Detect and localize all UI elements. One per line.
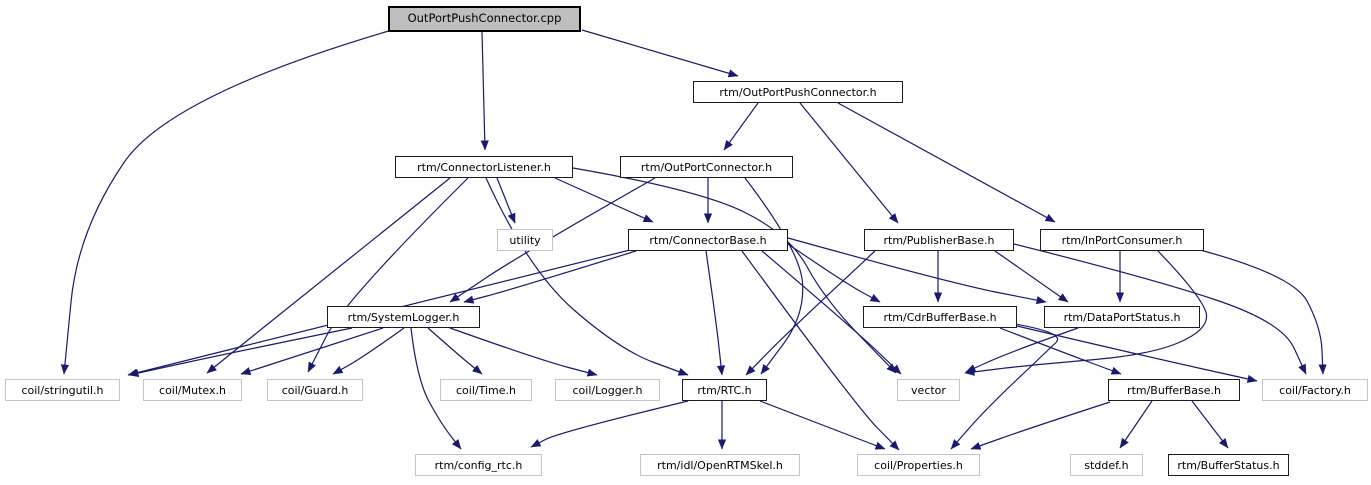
node-buffer_base[interactable]: rtm/BufferBase.h	[1108, 379, 1240, 401]
edge-sys_logger-to-time	[427, 327, 483, 375]
node-label: rtm/BufferBase.h	[1127, 383, 1221, 397]
node-sys_logger[interactable]: rtm/SystemLogger.h	[327, 306, 480, 328]
node-label: coil/Factory.h	[1279, 383, 1351, 397]
edge-sys_logger-to-mutex	[240, 327, 384, 375]
node-label: coil/Mutex.h	[159, 383, 226, 397]
node-label: rtm/DataPortStatus.h	[1063, 310, 1181, 324]
node-cpp[interactable]: OutPortPushConnector.cpp	[388, 6, 581, 32]
node-pub_base[interactable]: rtm/PublisherBase.h	[864, 229, 1014, 251]
edge-buffer_base-to-properties	[970, 401, 1111, 450]
node-config_rtc: rtm/config_rtc.h	[415, 454, 542, 476]
node-label: rtm/RTC.h	[697, 383, 752, 397]
node-stringutil: coil/stringutil.h	[5, 379, 120, 401]
edge-sys_logger-to-guard	[332, 327, 405, 375]
edge-conn_base-to-properties	[741, 250, 900, 451]
node-label: rtm/OutPortPushConnector.h	[719, 85, 877, 99]
node-openrtm_skel: rtm/idl/OpenRTMSkel.h	[640, 454, 800, 476]
edge-cpp-to-stringutil	[60, 29, 393, 375]
node-label: coil/stringutil.h	[21, 383, 104, 397]
node-cdr_buffer[interactable]: rtm/CdrBufferBase.h	[863, 306, 1017, 328]
edge-data_port_status-to-vector	[965, 327, 1079, 373]
edge-opc_push_h-to-inport_consumer	[837, 102, 1056, 223]
edge-buffer_base-to-buffer_status	[1191, 400, 1229, 449]
node-opc_push_h[interactable]: rtm/OutPortPushConnector.h	[693, 81, 903, 103]
edge-conn_base-to-rtc	[705, 250, 726, 376]
node-mutex: coil/Mutex.h	[143, 379, 242, 401]
edge-sys_logger-to-logger	[449, 327, 598, 377]
edge-cdr_buffer-to-factory	[1016, 325, 1258, 383]
edge-conn_base-to-cdr_buffer	[787, 243, 881, 303]
node-out_port_conn[interactable]: rtm/OutPortConnector.h	[620, 156, 793, 178]
edge-conn_listener-to-guard	[307, 177, 469, 373]
node-utility: utility	[497, 229, 553, 251]
node-label: stddef.h	[1084, 458, 1129, 472]
node-time: coil/Time.h	[440, 379, 532, 401]
node-label: rtm/ConnectorListener.h	[417, 160, 551, 174]
edge-conn_listener-to-conn_base	[554, 177, 654, 223]
edge-opc_push_h-to-pub_base	[799, 102, 899, 224]
node-logger: coil/Logger.h	[555, 379, 660, 401]
node-label: rtm/InPortConsumer.h	[1061, 233, 1183, 247]
node-conn_listener[interactable]: rtm/ConnectorListener.h	[395, 156, 573, 178]
node-label: coil/Time.h	[456, 383, 516, 397]
edge-sys_logger-to-config_rtc	[410, 327, 462, 450]
edge-conn_listener-to-mutex	[206, 177, 451, 374]
edge-sys_logger-to-stringutil	[128, 327, 353, 377]
node-rtc[interactable]: rtm/RTC.h	[682, 379, 767, 401]
edge-rtc-to-properties	[759, 400, 886, 450]
node-factory: coil/Factory.h	[1262, 379, 1368, 401]
node-stddef: stddef.h	[1070, 454, 1143, 476]
node-label: coil/Logger.h	[572, 383, 643, 397]
edge-pub_base-to-factory	[1013, 243, 1307, 375]
node-label: rtm/SystemLogger.h	[347, 310, 460, 324]
edge-opc_push_h-to-out_port_conn	[723, 102, 759, 151]
edge-cpp-to-opc_push_h	[581, 29, 739, 78]
node-conn_base[interactable]: rtm/ConnectorBase.h	[628, 229, 788, 251]
node-label: rtm/config_rtc.h	[434, 458, 523, 472]
edge-pub_base-to-data_port_status	[994, 250, 1069, 303]
node-label: rtm/CdrBufferBase.h	[883, 310, 997, 324]
edge-conn_base-to-vector	[761, 250, 902, 375]
edge-rtc-to-config_rtc	[530, 400, 689, 448]
edge-inport_consumer-to-factory	[1199, 249, 1327, 375]
node-label: rtm/PublisherBase.h	[883, 233, 995, 247]
edge-conn_base-to-data_port_status	[787, 237, 1047, 305]
node-buffer_status[interactable]: rtm/BufferStatus.h	[1168, 454, 1289, 476]
node-label: OutPortPushConnector.cpp	[407, 11, 562, 26]
node-label: rtm/BufferStatus.h	[1177, 458, 1280, 472]
edge-conn_listener-to-utility	[496, 177, 516, 224]
edge-conn_base-to-sys_logger	[463, 250, 637, 304]
edge-buffer_base-to-stddef	[1119, 400, 1153, 449]
node-inport_consumer[interactable]: rtm/InPortConsumer.h	[1040, 229, 1204, 251]
node-guard: coil/Guard.h	[267, 379, 363, 401]
node-label: rtm/idl/OpenRTMSkel.h	[657, 458, 783, 472]
edge-inport_consumer-to-vector	[964, 250, 1208, 376]
edge-conn_listener-to-rtc	[485, 177, 689, 376]
node-vector: vector	[897, 379, 960, 401]
node-label: rtm/ConnectorBase.h	[649, 233, 767, 247]
node-label: vector	[911, 383, 946, 397]
edge-cdr_buffer-to-buffer_base	[999, 327, 1122, 375]
node-label: coil/Properties.h	[874, 458, 963, 472]
node-data_port_status[interactable]: rtm/DataPortStatus.h	[1044, 306, 1200, 328]
node-label: utility	[509, 233, 541, 247]
edge-cpp-to-conn_listener	[480, 31, 489, 151]
node-properties: coil/Properties.h	[857, 454, 980, 476]
edge-pub_base-to-rtc	[745, 250, 876, 376]
node-label: coil/Guard.h	[281, 383, 349, 397]
node-label: rtm/OutPortConnector.h	[640, 160, 773, 174]
